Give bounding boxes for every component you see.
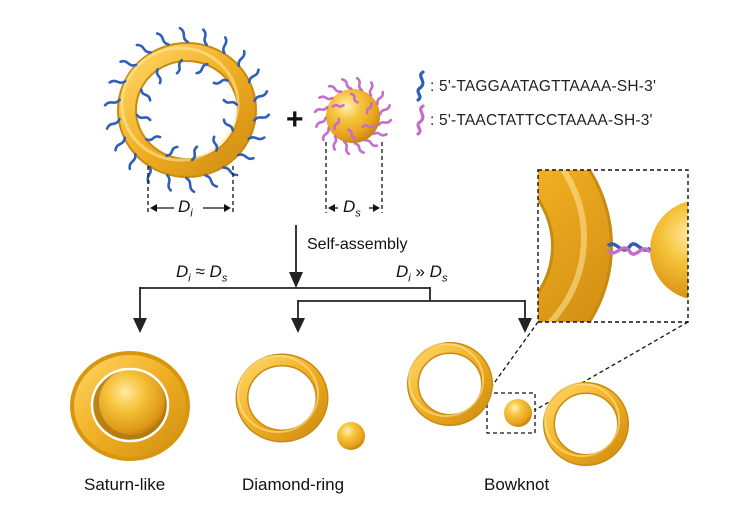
dna-strand	[139, 88, 152, 102]
pink-strand-label: : 5'-TAACTATTCCTAAAA-SH-3'	[430, 112, 653, 129]
blue-strand-label: : 5'-TAGGAATAGTTAAAA-SH-3'	[430, 78, 657, 95]
dna-strand	[155, 68, 162, 85]
product-bowknot	[407, 342, 629, 466]
sphere-diameter-marker	[325, 142, 383, 213]
dna-strand	[353, 141, 365, 154]
ring-dna-strands	[103, 26, 271, 194]
dna-sphere	[313, 76, 393, 156]
legend-blue-strand-icon	[416, 70, 425, 102]
dna-strand	[318, 95, 334, 101]
dna-strand	[135, 43, 152, 54]
caption-saturn-like: Saturn-like	[84, 475, 166, 494]
dna-strand	[372, 131, 388, 137]
dna-strand	[365, 102, 373, 115]
dna-strand	[313, 105, 329, 114]
caption-bowknot: Bowknot	[484, 475, 550, 494]
product-saturn-like	[70, 351, 190, 461]
dna-strand	[175, 58, 184, 75]
dna-strand	[108, 79, 127, 84]
dna-strand	[315, 116, 328, 128]
dna-strand	[166, 173, 172, 192]
dna-strand	[185, 176, 196, 194]
dna-strand	[195, 62, 209, 75]
dna-strand	[190, 145, 199, 162]
dna-strand	[105, 117, 121, 130]
dna-strand	[247, 136, 266, 141]
dna-strand	[321, 126, 330, 142]
dna-strand	[349, 92, 359, 104]
dna-strand	[212, 78, 229, 85]
condition-equal-label: Di ≈ Ds	[176, 262, 228, 285]
dna-strand	[377, 118, 393, 127]
dna-strand	[253, 90, 269, 103]
dna-strand	[327, 84, 343, 93]
dna-strand	[333, 117, 341, 130]
dna-strand	[178, 26, 189, 44]
dna-strand	[222, 118, 235, 132]
condition-greater-label: Di » Ds	[396, 262, 448, 285]
dna-strand	[355, 76, 364, 92]
dna-ring	[103, 26, 271, 194]
self-assembly-label: Self-assembly	[307, 236, 408, 253]
zoom-inset	[486, 169, 689, 434]
dna-strand	[155, 32, 170, 46]
dna-strand	[363, 139, 379, 148]
flow-arrows	[133, 225, 532, 333]
dna-strand	[347, 128, 357, 140]
dna-strand	[204, 174, 219, 188]
sphere-diameter-label: Ds	[343, 197, 361, 220]
dna-strand	[332, 135, 338, 151]
dna-strand	[247, 68, 260, 84]
dna-strand	[341, 78, 353, 91]
dna-strand	[202, 28, 208, 47]
dna-strand	[378, 104, 391, 116]
ring-diameter-label: Di	[178, 197, 193, 220]
dna-strand	[222, 36, 228, 55]
dna-strand	[222, 98, 239, 107]
dna-strand	[222, 166, 239, 177]
dna-strand	[253, 113, 271, 122]
dna-strand	[145, 135, 162, 142]
dna-strand	[237, 49, 246, 68]
dna-strand	[103, 98, 121, 107]
dna-strand	[331, 103, 345, 108]
legend-pink-strand-icon	[416, 104, 425, 136]
caption-diamond-ring: Diamond-ring	[242, 475, 345, 494]
dna-strand	[128, 152, 137, 171]
dna-strand	[376, 90, 385, 106]
dna-strand	[212, 135, 219, 152]
blue-strand-sequence: 5'-TAGGAATAGTTAAAA-SH-3'	[439, 78, 657, 95]
sphere-dna-strands	[313, 76, 393, 156]
dna-strand	[368, 81, 374, 97]
ring-diameter-marker	[147, 166, 234, 212]
dna-strand	[361, 124, 375, 129]
product-diamond-ring	[235, 353, 365, 450]
pink-strand-sequence: 5'-TAACTATTCCTAAAA-SH-3'	[439, 112, 653, 129]
dna-strand	[119, 59, 138, 67]
dna-strand	[114, 136, 127, 152]
dna-strand	[135, 113, 152, 122]
dna-strand	[236, 153, 255, 161]
plus-sign: +	[286, 103, 304, 136]
dna-strand	[342, 140, 351, 156]
dna-strand	[165, 145, 179, 158]
